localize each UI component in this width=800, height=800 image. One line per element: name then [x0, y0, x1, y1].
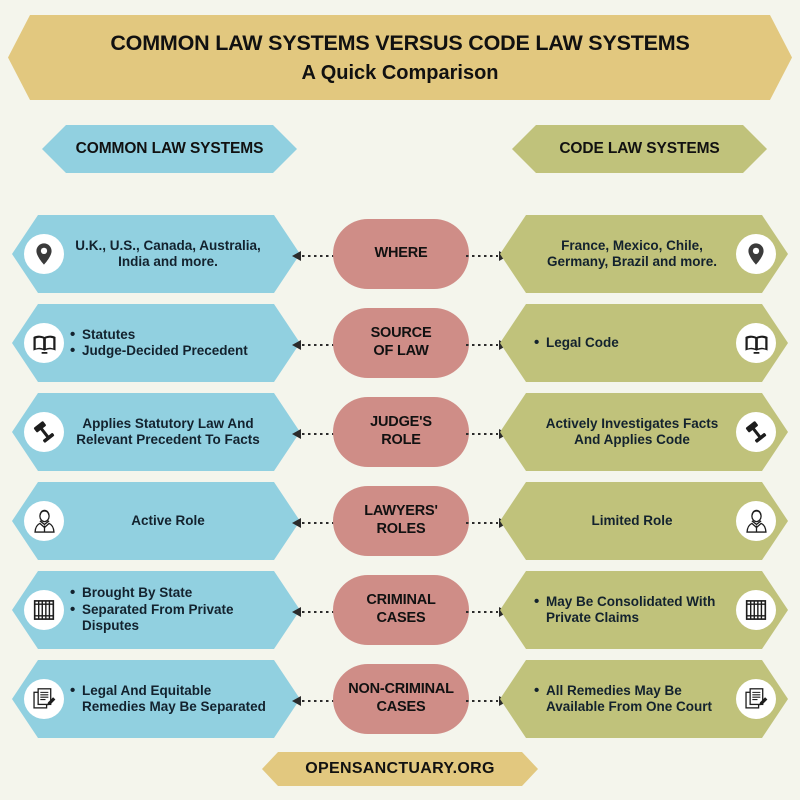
comparison-row: Brought By StateSeparated From Private D…	[0, 571, 800, 649]
title-banner: COMMON LAW SYSTEMS VERSUS CODE LAW SYSTE…	[8, 15, 792, 100]
bullet-list: Legal Code	[532, 335, 732, 351]
left-cell-text: Brought By StateSeparated From Private D…	[64, 585, 272, 634]
page-subtitle: A Quick Comparison	[301, 61, 499, 84]
left-cell-text: Active Role	[131, 512, 205, 528]
comparison-category-pill[interactable]: CRIMINAL CASES	[333, 575, 469, 645]
document-pen-icon	[24, 679, 64, 719]
category-label: SOURCE OF LAW	[370, 325, 432, 359]
gavel-icon	[24, 412, 64, 452]
category-label: JUDGE'S ROLE	[370, 414, 432, 448]
page-title: COMMON LAW SYSTEMS VERSUS CODE LAW SYSTE…	[110, 30, 690, 55]
bullet-list: May Be Consolidated With Private Claims	[532, 594, 732, 627]
footer-site-label: OPENSANCTUARY.ORG	[305, 760, 495, 777]
list-item: Separated From Private Disputes	[82, 602, 268, 635]
column-header-code-law: CODE LAW SYSTEMS	[512, 125, 767, 173]
comparison-category-pill[interactable]: LAWYERS' ROLES	[333, 486, 469, 556]
code-law-cell[interactable]: May Be Consolidated With Private Claims	[500, 571, 788, 649]
prison-bars-icon	[736, 590, 776, 630]
list-item: Legal Code	[546, 335, 732, 351]
gavel-icon	[736, 412, 776, 452]
connector-arrow-left	[292, 338, 334, 350]
list-item: All Remedies May Be Available From One C…	[546, 683, 732, 716]
left-cell-text: StatutesJudge-Decided Precedent	[64, 327, 272, 360]
lawyer-icon	[24, 501, 64, 541]
code-law-cell[interactable]: France, Mexico, Chile, Germany, Brazil a…	[500, 215, 788, 293]
common-law-cell[interactable]: Legal And Equitable Remedies May Be Sepa…	[12, 660, 300, 738]
right-cell-text: Limited Role	[591, 512, 673, 528]
left-cell-text: Applies Statutory Law And Relevant Prece…	[76, 415, 260, 447]
code-law-cell[interactable]: Legal Code	[500, 304, 788, 382]
location-pin-icon	[736, 234, 776, 274]
right-cell-text: May Be Consolidated With Private Claims	[528, 594, 736, 627]
category-label: NON-CRIMINAL CASES	[348, 681, 454, 715]
common-law-cell[interactable]: Active Role	[12, 482, 300, 560]
category-label: CRIMINAL CASES	[366, 592, 436, 626]
comparison-row: StatutesJudge-Decided Precedent SOURCE OF…	[0, 304, 800, 382]
common-law-cell[interactable]: U.K., U.S., Canada, Australia, India and…	[12, 215, 300, 293]
bullet-list: Brought By StateSeparated From Private D…	[68, 585, 268, 634]
open-book-icon	[24, 323, 64, 363]
column-header-common-law: COMMON LAW SYSTEMS	[42, 125, 297, 173]
comparison-category-pill[interactable]: JUDGE'S ROLE	[333, 397, 469, 467]
list-item: Brought By State	[82, 585, 268, 601]
prison-bars-icon	[24, 590, 64, 630]
right-cell-text: Legal Code	[528, 335, 736, 351]
right-cell-text: France, Mexico, Chile, Germany, Brazil a…	[546, 237, 718, 269]
list-item: May Be Consolidated With Private Claims	[546, 594, 732, 627]
connector-arrow-left	[292, 249, 334, 261]
location-pin-icon	[24, 234, 64, 274]
comparison-row: Applies Statutory Law And Relevant Prece…	[0, 393, 800, 471]
common-law-cell[interactable]: Applies Statutory Law And Relevant Prece…	[12, 393, 300, 471]
code-law-cell[interactable]: Limited Role	[500, 482, 788, 560]
comparison-row: Active Role LAWYERS' ROLES Limited Role	[0, 482, 800, 560]
right-cell-text: All Remedies May Be Available From One C…	[528, 683, 736, 716]
right-cell-text: Actively Investigates Facts And Applies …	[545, 415, 719, 447]
column-header-left-label: COMMON LAW SYSTEMS	[75, 140, 264, 157]
common-law-cell[interactable]: Brought By StateSeparated From Private D…	[12, 571, 300, 649]
left-cell-text: U.K., U.S., Canada, Australia, India and…	[75, 237, 261, 269]
list-item: Legal And Equitable Remedies May Be Sepa…	[82, 683, 268, 716]
code-law-cell[interactable]: All Remedies May Be Available From One C…	[500, 660, 788, 738]
left-cell-text: Legal And Equitable Remedies May Be Sepa…	[64, 683, 272, 716]
bullet-list: Legal And Equitable Remedies May Be Sepa…	[68, 683, 268, 716]
lawyer-icon	[736, 501, 776, 541]
column-header-right-label: CODE LAW SYSTEMS	[559, 140, 720, 157]
list-item: Judge-Decided Precedent	[82, 343, 268, 359]
comparison-row: U.K., U.S., Canada, Australia, India and…	[0, 215, 800, 293]
list-item: Statutes	[82, 327, 268, 343]
comparison-category-pill[interactable]: WHERE	[333, 219, 469, 289]
common-law-cell[interactable]: StatutesJudge-Decided Precedent	[12, 304, 300, 382]
connector-arrow-left	[292, 516, 334, 528]
category-label: WHERE	[374, 245, 428, 262]
comparison-category-pill[interactable]: NON-CRIMINAL CASES	[333, 664, 469, 734]
document-pen-icon	[736, 679, 776, 719]
open-book-icon	[736, 323, 776, 363]
bullet-list: StatutesJudge-Decided Precedent	[68, 327, 268, 360]
comparison-row: Legal And Equitable Remedies May Be Sepa…	[0, 660, 800, 738]
bullet-list: All Remedies May Be Available From One C…	[532, 683, 732, 716]
connector-arrow-left	[292, 605, 334, 617]
connector-arrow-left	[292, 427, 334, 439]
comparison-category-pill[interactable]: SOURCE OF LAW	[333, 308, 469, 378]
code-law-cell[interactable]: Actively Investigates Facts And Applies …	[500, 393, 788, 471]
connector-arrow-left	[292, 694, 334, 706]
footer-banner: OPENSANCTUARY.ORG	[262, 752, 538, 786]
category-label: LAWYERS' ROLES	[364, 503, 438, 537]
